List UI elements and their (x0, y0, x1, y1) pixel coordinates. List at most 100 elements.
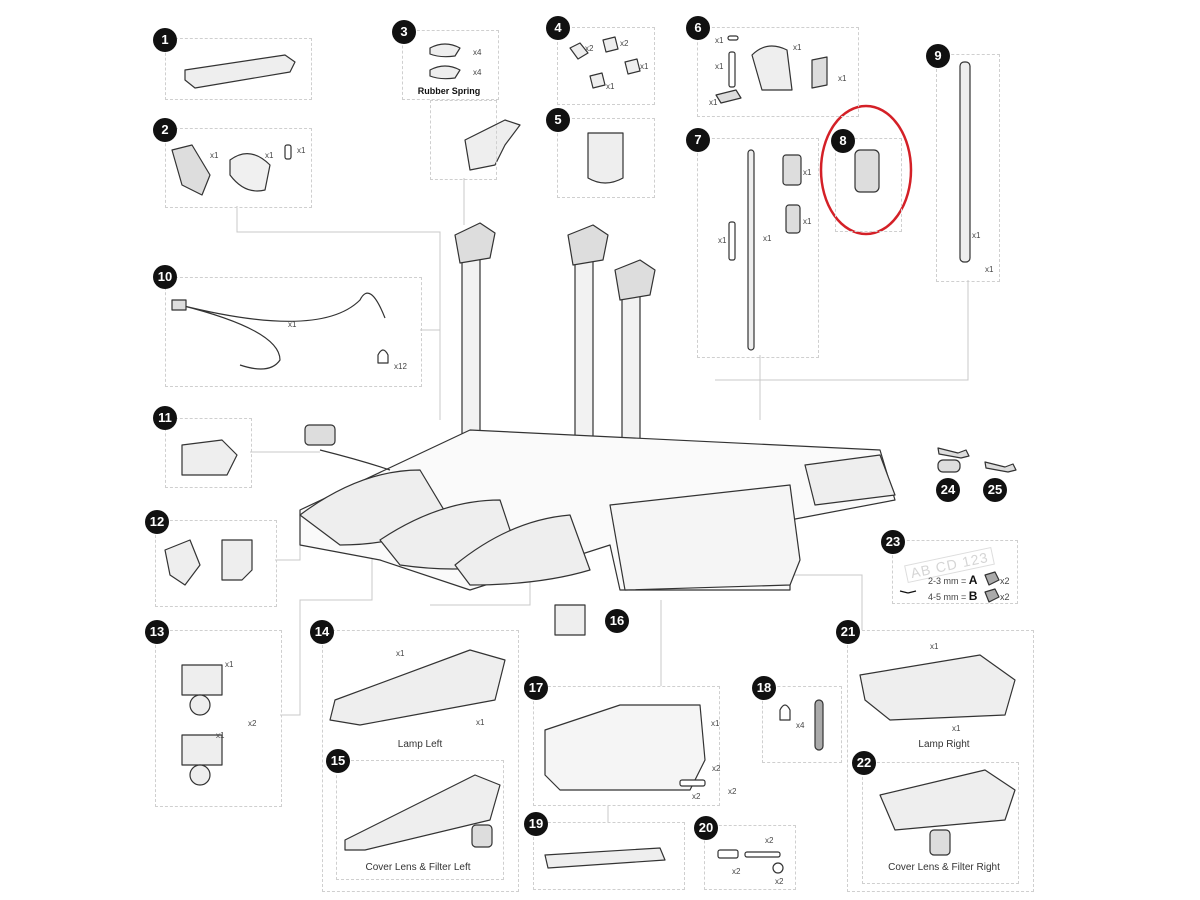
spacer-a-code: A (968, 573, 978, 587)
lamp-right-label: Lamp Right (918, 739, 970, 750)
qty-label: x1 (225, 660, 234, 669)
callout-13: 13 (145, 620, 169, 644)
qty-label: x1 (715, 62, 724, 71)
callout-3: 3 (392, 20, 416, 44)
part-8-drawing (854, 149, 880, 193)
callout-20: 20 (694, 816, 718, 840)
qty-label: x2 (732, 867, 741, 876)
part-box-13 (155, 630, 282, 807)
callout-24: 24 (936, 478, 960, 502)
part-24-drawing (937, 447, 970, 459)
callout-25: 25 (983, 478, 1007, 502)
part-box-15 (336, 760, 504, 880)
part-22-drawing (879, 769, 1016, 831)
callout-8: 8 (831, 129, 855, 153)
callout-6: 6 (686, 16, 710, 40)
part-box-23 (892, 540, 1018, 604)
part-box-18 (762, 686, 842, 763)
part-box-22 (862, 762, 1019, 884)
qty-label: x1 (930, 642, 939, 651)
callout-14: 14 (310, 620, 334, 644)
qty-label: x1 (952, 724, 961, 733)
callout-1: 1 (153, 28, 177, 52)
callout-19: 19 (524, 812, 548, 836)
cover-lens-filter-right-label: Cover Lens & Filter Right (888, 862, 1000, 873)
part-box-21 (847, 630, 1034, 892)
part-box-19 (533, 822, 685, 890)
spacer-a-thickness: 2-3 mm = (928, 576, 967, 586)
part-3-drawing (429, 43, 461, 58)
qty-label: x1 (297, 146, 306, 155)
qty-label: x2 (585, 44, 594, 53)
qty-label: x2 (248, 719, 257, 728)
callout-2: 2 (153, 118, 177, 142)
part-1-drawing (184, 54, 296, 89)
part-box-5 (557, 118, 655, 198)
rubber-spring-label: Rubber Spring (417, 86, 481, 96)
part-7-drawing (728, 149, 802, 351)
qty-label: x1 (606, 82, 615, 91)
part-11-drawing (181, 439, 238, 476)
qty-label: x1 (718, 236, 727, 245)
qty-label: x2 (775, 877, 784, 886)
callout-12: 12 (145, 510, 169, 534)
callout-17: 17 (524, 676, 548, 700)
spacer-a-qty: x2 (999, 576, 1010, 586)
callout-15: 15 (326, 749, 350, 773)
part-4-drawing (569, 36, 641, 89)
callout-16: 16 (605, 609, 629, 633)
part-16-drawing (554, 604, 586, 636)
part-20-drawing (744, 851, 781, 858)
part-box-11 (165, 418, 252, 488)
part-box-9 (936, 54, 1000, 282)
qty-label: x1 (709, 98, 718, 107)
qty-label: x2 (765, 836, 774, 845)
part-box-17 (533, 686, 720, 806)
callout-11: 11 (153, 406, 177, 430)
spacer-b-thickness: 4-5 mm = (928, 592, 967, 602)
callout-21: 21 (836, 620, 860, 644)
part-box-2 (165, 128, 312, 208)
part-19-drawing (544, 847, 666, 869)
qty-label: x1 (715, 36, 724, 45)
part-15-drawing (344, 774, 501, 851)
part-box-20 (704, 825, 796, 890)
part-5-drawing (587, 132, 624, 184)
leader-lines (236, 178, 969, 822)
spacer-row-a: 2-3 mm = A x2 (928, 573, 1009, 587)
part-10-drawing (179, 292, 386, 370)
part-box-6 (697, 27, 859, 117)
qty-label: x2 (712, 764, 721, 773)
callout-18: 18 (752, 676, 776, 700)
part-box-4 (557, 27, 655, 105)
qty-label: x2 (728, 787, 737, 796)
qty-label: x1 (972, 231, 981, 240)
qty-label: x1 (793, 43, 802, 52)
qty-label: x1 (288, 320, 297, 329)
part-6-drawing (715, 35, 828, 104)
qty-label: x1 (711, 719, 720, 728)
part-box-12 (155, 520, 277, 607)
callout-23: 23 (881, 530, 905, 554)
lamp-left-label: Lamp Left (397, 739, 443, 750)
part-box-3 (402, 30, 499, 100)
callout-5: 5 (546, 108, 570, 132)
qty-label: x2 (692, 792, 701, 801)
qty-label: x1 (396, 649, 405, 658)
cover-lens-filter-left-label: Cover Lens & Filter Left (365, 862, 471, 873)
part-12-drawing (164, 539, 201, 586)
part-box-14 (322, 630, 519, 892)
qty-label: x1 (838, 74, 847, 83)
part-9-drawing (959, 61, 971, 263)
qty-label: x1 (803, 217, 812, 226)
part-box-3-detail (430, 100, 497, 180)
qty-label: x4 (473, 68, 482, 77)
part-25-drawing (984, 461, 1017, 473)
bike-carrier-illustration (299, 222, 896, 591)
callout-7: 7 (686, 128, 710, 152)
qty-label: x1 (640, 62, 649, 71)
part-18-drawing (779, 704, 791, 721)
callout-4: 4 (546, 16, 570, 40)
qty-label: x12 (394, 362, 407, 371)
